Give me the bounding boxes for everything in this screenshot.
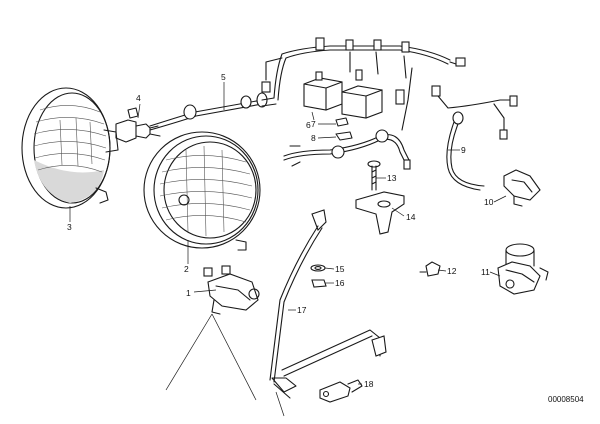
leader-lines (69, 82, 507, 417)
callout-10: 10 (484, 197, 494, 207)
fog-lamp-harness[interactable] (283, 129, 411, 170)
bolt-13[interactable] (367, 160, 381, 191)
callout-3: 3 (67, 222, 72, 232)
headlight-left[interactable] (21, 87, 119, 209)
callout-8: 8 (311, 133, 316, 143)
main-wiring-harness[interactable] (261, 37, 466, 131)
relays[interactable] (303, 69, 383, 119)
callout-6: 6 (306, 120, 311, 130)
mounting-bracket[interactable] (355, 191, 405, 235)
callout-13: 13 (387, 173, 397, 183)
nut-16[interactable] (311, 279, 327, 288)
callout-4: 4 (136, 93, 141, 103)
callout-9: 9 (461, 145, 466, 155)
callout-16: 16 (335, 278, 345, 288)
fog-lamp-housing[interactable] (497, 243, 549, 295)
switch-1[interactable] (203, 265, 260, 315)
key-plug-18[interactable] (319, 379, 363, 403)
washer-15[interactable] (310, 264, 326, 272)
callout-17: 17 (297, 305, 307, 315)
callout-18: 18 (364, 379, 374, 389)
cable-clips[interactable] (335, 117, 353, 141)
document-code: 00008504 (548, 395, 584, 404)
callout-7: 7 (311, 119, 316, 129)
callout-11: 11 (481, 267, 490, 277)
connector-10[interactable] (503, 169, 541, 207)
callout-15: 15 (335, 264, 345, 274)
support-strut[interactable] (269, 209, 387, 399)
cable-harness-5[interactable] (149, 92, 277, 131)
callout-12: 12 (447, 266, 457, 276)
cable-harness-9[interactable] (431, 85, 518, 191)
headlight-center[interactable] (143, 131, 261, 251)
callout-1: 1 (186, 288, 191, 298)
callout-5: 5 (221, 72, 226, 82)
clip-12[interactable] (419, 261, 441, 277)
callout-14: 14 (406, 212, 416, 222)
callout-2: 2 (184, 264, 189, 274)
callout-labels: 3 2 1 4 5 6 7 8 9 10 11 12 13 14 15 16 1… (67, 72, 494, 389)
